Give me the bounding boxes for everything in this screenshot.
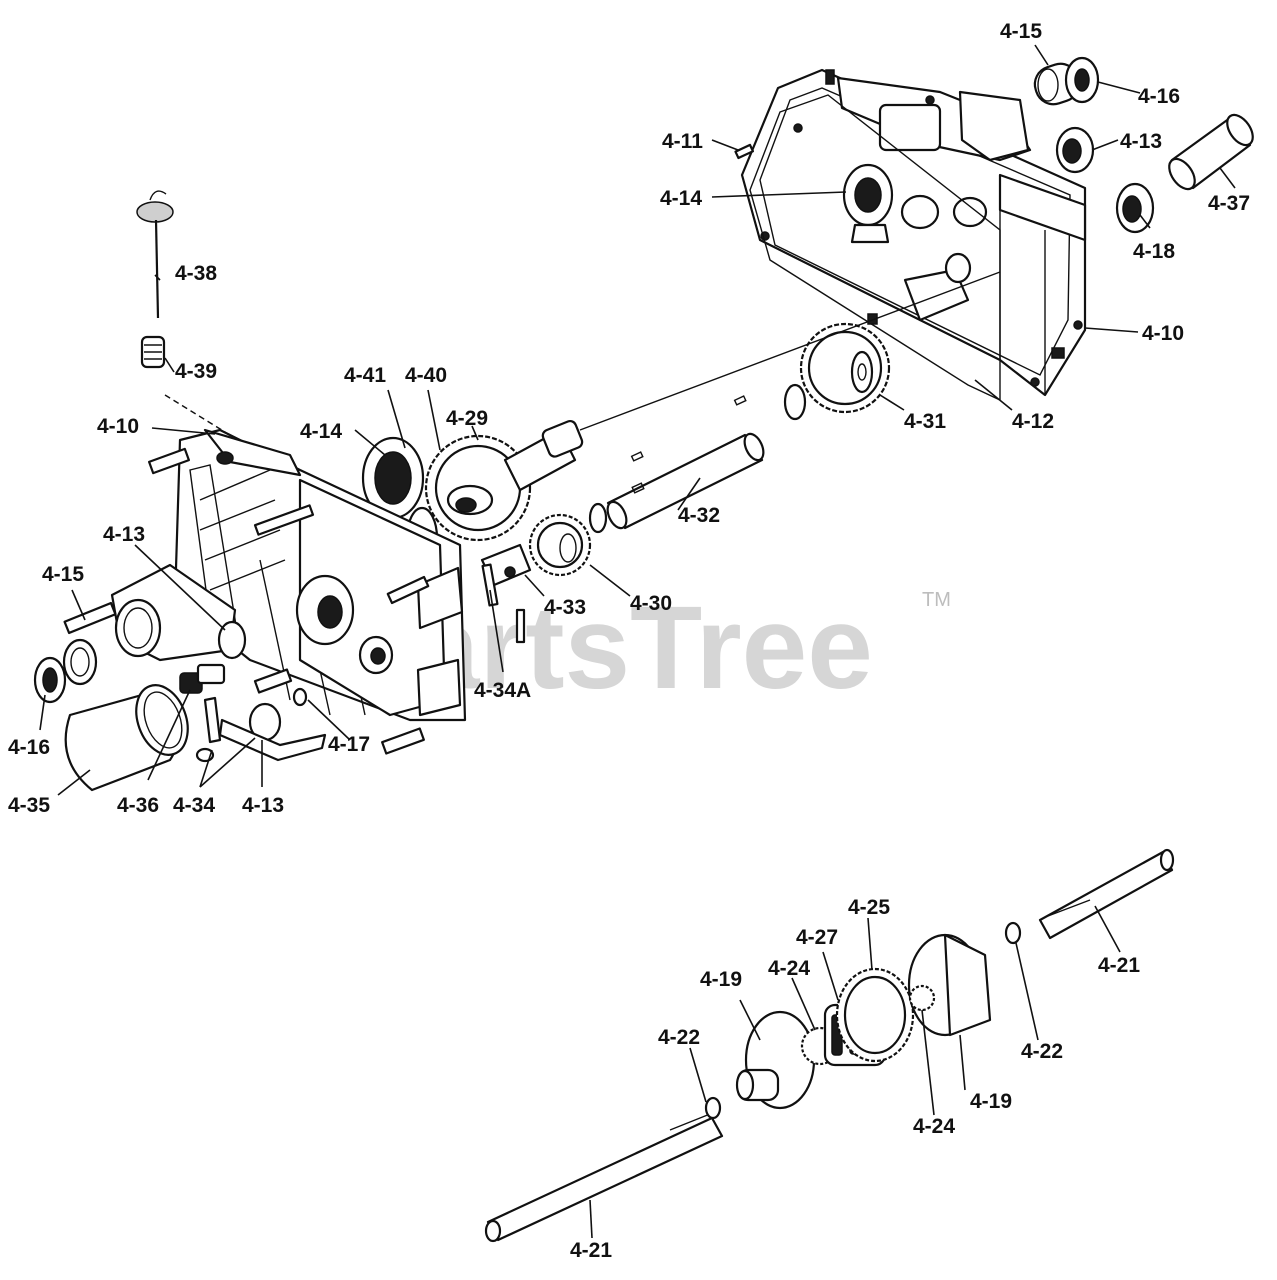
label-4-24-left: 4-24 — [768, 957, 810, 980]
axle-left — [484, 1111, 724, 1243]
label-4-13-left: 4-13 — [103, 523, 145, 546]
snap-ring-left — [704, 1096, 722, 1120]
label-4-40: 4-40 — [405, 364, 447, 387]
label-4-16-left: 4-16 — [8, 736, 50, 759]
label-4-41: 4-41 — [344, 364, 386, 387]
seal-left-front — [33, 656, 67, 704]
label-4-19-left: 4-19 — [700, 968, 742, 991]
label-4-18: 4-18 — [1133, 240, 1175, 263]
oil-fitting — [179, 663, 226, 694]
seal-left — [361, 436, 425, 520]
seal-top-right — [1064, 56, 1100, 104]
label-4-32: 4-32 — [678, 504, 720, 527]
gear-4-31 — [799, 322, 891, 414]
watermark-trademark: TM — [922, 589, 951, 611]
oil-filter — [64, 684, 189, 792]
label-4-29: 4-29 — [446, 407, 488, 430]
filler-cap — [140, 335, 166, 369]
label-4-22-left: 4-22 — [658, 1026, 700, 1049]
label-4-11: 4-11 — [662, 130, 703, 153]
bushing-mid-right — [1055, 126, 1095, 174]
label-4-27: 4-27 — [796, 926, 838, 949]
shaft-4-32 — [606, 395, 765, 530]
ring-gear — [835, 967, 915, 1063]
label-4-24-right: 4-24 — [913, 1115, 955, 1138]
gasket — [749, 94, 1001, 402]
shaft-sleeve — [1168, 113, 1254, 191]
dowel-pin — [734, 143, 755, 160]
dipstick — [136, 190, 174, 319]
label-4-17: 4-17 — [328, 733, 370, 756]
label-4-10-right: 4-10 — [1142, 322, 1184, 345]
shift-bracket — [480, 543, 532, 644]
output-shaft-axis — [579, 271, 1001, 431]
label-4-13-top: 4-13 — [1120, 130, 1162, 153]
label-4-14-top: 4-14 — [660, 187, 702, 210]
label-4-16-top: 4-16 — [1138, 85, 1180, 108]
bushing-left-front — [62, 638, 98, 686]
label-4-21-bottom: 4-21 — [570, 1239, 612, 1262]
differential-cover-left — [735, 1010, 816, 1110]
label-4-14-left: 4-14 — [300, 420, 342, 443]
seal-right — [842, 163, 894, 244]
label-4-34: 4-34 — [173, 794, 215, 817]
dipstick-axis — [164, 394, 226, 433]
axle-right — [1038, 848, 1175, 940]
shift-lever-assembly — [195, 687, 327, 763]
snap-ring-right — [1004, 921, 1022, 945]
label-4-36: 4-36 — [117, 794, 159, 817]
label-4-31: 4-31 — [904, 410, 946, 433]
housing-bolts — [63, 447, 430, 755]
label-4-15-left: 4-15 — [42, 563, 84, 586]
left-housing-half — [110, 428, 467, 722]
label-4-35: 4-35 — [8, 794, 50, 817]
gear-4-29 — [424, 419, 584, 542]
differential-cover-right — [907, 933, 992, 1037]
label-4-22-right: 4-22 — [1021, 1040, 1063, 1063]
snap-ring-4-32 — [588, 502, 608, 534]
label-4-13-bottom: 4-13 — [242, 794, 284, 817]
label-4-30: 4-30 — [630, 592, 672, 615]
bushing-left — [217, 620, 247, 660]
label-4-25: 4-25 — [848, 896, 890, 919]
snap-ring-4-31 — [783, 383, 807, 421]
gear-4-30 — [528, 513, 592, 577]
leader-lines — [39, 44, 1151, 1239]
label-4-19-right: 4-19 — [970, 1090, 1012, 1113]
label-4-39: 4-39 — [175, 360, 217, 383]
label-4-10-left: 4-10 — [97, 415, 139, 438]
label-4-15-top: 4-15 — [1000, 20, 1042, 43]
label-4-34a: 4-34A — [474, 679, 531, 702]
label-4-21-right: 4-21 — [1098, 954, 1140, 977]
right-housing-half — [740, 68, 1087, 397]
label-4-33: 4-33 — [544, 596, 586, 619]
label-4-12: 4-12 — [1012, 410, 1054, 433]
part-labels: 4-15 4-16 4-11 4-13 4-14 4-37 4-18 4-10 … — [8, 20, 1250, 1262]
label-4-37: 4-37 — [1208, 192, 1250, 215]
label-4-38: 4-38 — [175, 262, 217, 285]
